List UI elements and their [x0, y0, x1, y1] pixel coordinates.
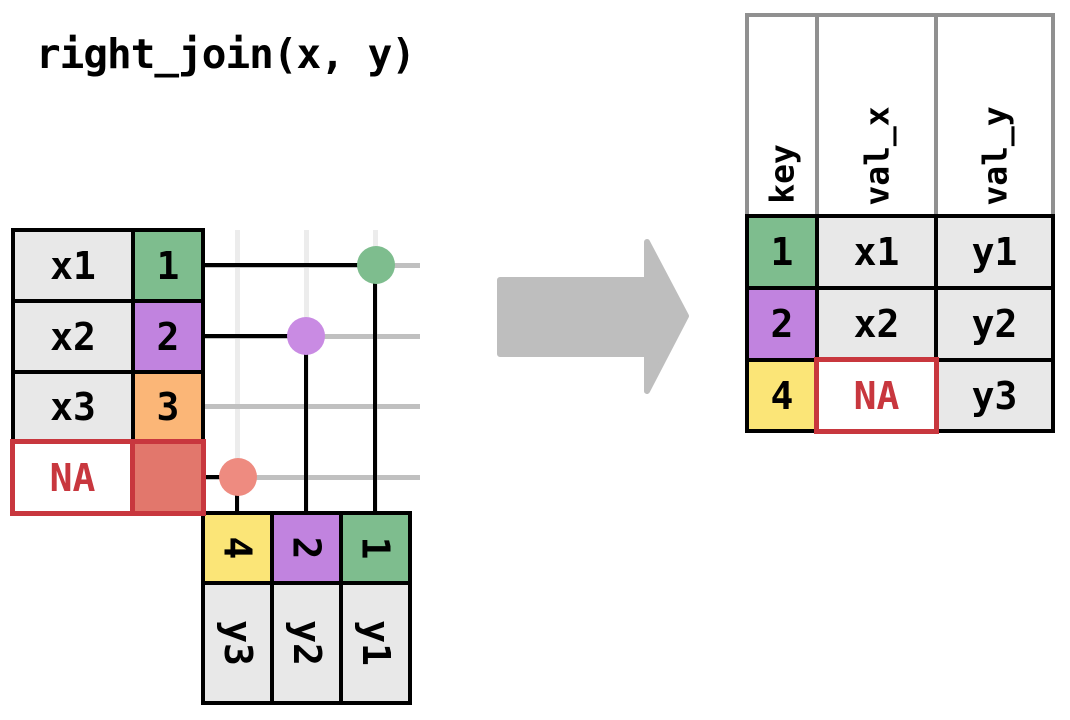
function-title: right_join(x, y) — [36, 30, 416, 78]
result-key-cell-2: 2 — [745, 286, 819, 362]
result-key-cell-4: 4 — [745, 358, 819, 433]
result-header-val-x: val_x — [815, 13, 938, 218]
x-table-key-cell-1: 1 — [131, 228, 205, 303]
y-table-val-cell-y1: y1 — [339, 581, 412, 705]
x-table-val-cell-x1: x1 — [11, 228, 135, 303]
grid-hline-row3 — [203, 404, 420, 409]
connector-v-key2 — [304, 336, 308, 515]
grid-hline-row4 — [203, 475, 420, 480]
result-valy-cell-y2: y2 — [934, 286, 1055, 362]
connector-v-key1 — [373, 265, 377, 515]
connector-v-key4 — [235, 477, 239, 515]
x-table-val-cell-na: NA — [10, 439, 135, 516]
result-valy-cell-y3: y3 — [934, 358, 1055, 433]
x-table-key-cell-3: 3 — [131, 370, 205, 444]
x-table-val-cell-x3: x3 — [11, 370, 135, 444]
grid-vline-col4 — [235, 230, 240, 513]
x-table-val-cell-x2: x2 — [11, 299, 135, 374]
x-table-key-cell-2: 2 — [131, 299, 205, 374]
y-table-key-cell-1: 1 — [339, 511, 412, 585]
result-valy-cell-y1: y1 — [934, 214, 1055, 290]
result-header-val-y: val_y — [934, 13, 1055, 218]
y-table-key-cell-2: 2 — [270, 511, 343, 585]
result-valx-cell-x2: x2 — [815, 286, 938, 362]
transform-arrow-right-icon — [497, 239, 689, 394]
match-dot-green-icon — [357, 246, 395, 284]
result-valx-cell-na: NA — [814, 357, 939, 434]
match-dot-salmon-icon — [219, 458, 257, 496]
connector-h-key1 — [203, 263, 376, 267]
y-table-key-cell-4: 4 — [201, 511, 274, 585]
result-key-cell-1: 1 — [745, 214, 819, 290]
x-table-key-cell-na — [130, 439, 206, 516]
match-dot-purple-icon — [287, 317, 325, 355]
y-table-val-cell-y3: y3 — [201, 581, 274, 705]
result-valx-cell-x1: x1 — [815, 214, 938, 290]
result-header-key: key — [745, 13, 819, 218]
connector-h-key2 — [203, 334, 308, 338]
y-table-val-cell-y2: y2 — [270, 581, 343, 705]
